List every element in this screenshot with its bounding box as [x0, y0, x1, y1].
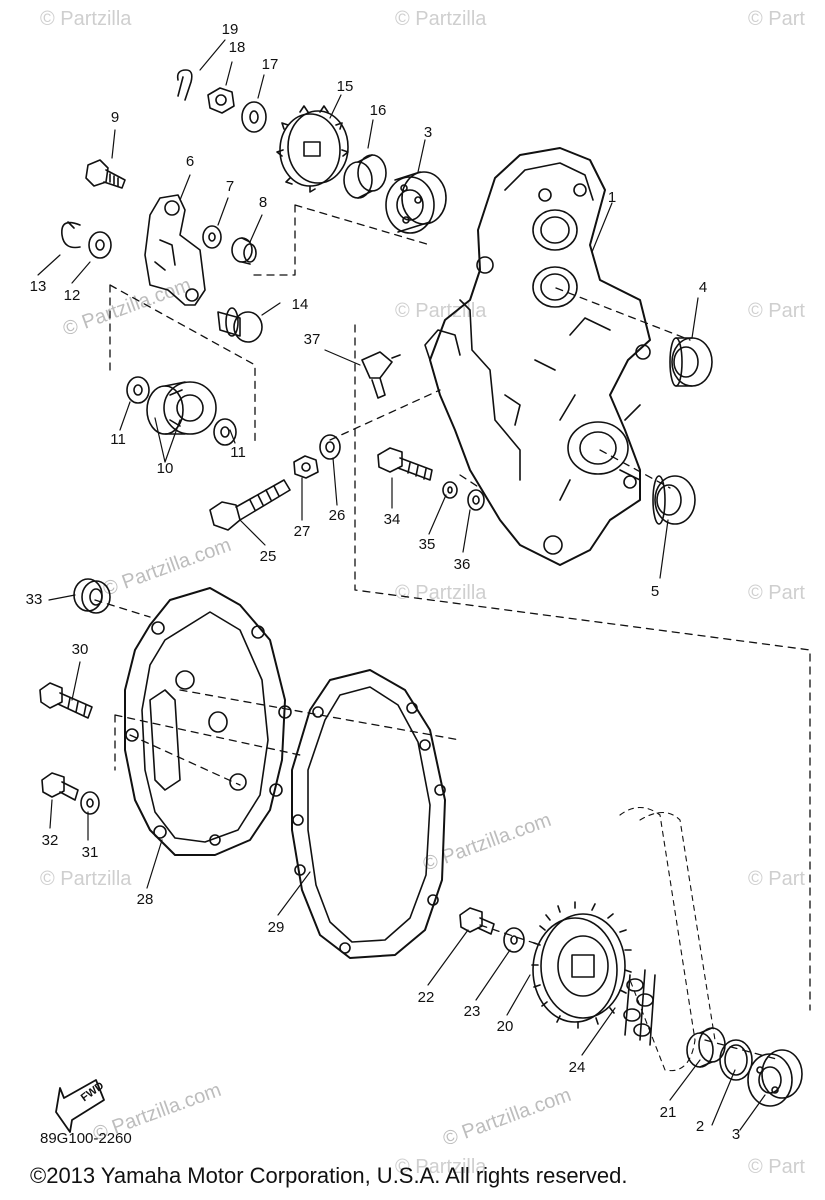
- gearcase-housing: [424, 147, 651, 566]
- bolt-32: [41, 772, 79, 801]
- callout-30: 30: [71, 641, 89, 658]
- washer-17: [241, 101, 267, 133]
- circlip-2: [719, 1039, 753, 1081]
- callout-13: 13: [29, 278, 47, 295]
- callout-26: 26: [328, 507, 346, 524]
- bolt-25: [209, 479, 291, 531]
- callout-15: 15: [336, 78, 354, 95]
- cover-28: [124, 587, 292, 856]
- sprocket-20: [531, 901, 632, 1029]
- collar-16: [343, 154, 387, 199]
- callout-33: 33: [25, 591, 43, 608]
- sprocket-15: [276, 105, 349, 193]
- callout-3: 3: [731, 1126, 741, 1143]
- fwd-arrow-icon: [55, 1079, 105, 1133]
- washer-36: [467, 489, 485, 511]
- alignment-lines: [94, 204, 811, 1061]
- chain-path: [619, 806, 716, 1072]
- callout-4: 4: [698, 279, 708, 296]
- gasket-29: [291, 669, 446, 959]
- circlip-13: [61, 221, 81, 249]
- bolt-22: [459, 907, 495, 935]
- callout-20: 20: [496, 1018, 514, 1035]
- callout-5: 5: [650, 583, 660, 600]
- nut-18: [207, 87, 235, 114]
- washer-26: [319, 434, 341, 460]
- callout-21: 21: [659, 1104, 677, 1121]
- copyright-notice: ©2013 Yamaha Motor Corporation, U.S.A. A…: [30, 1163, 628, 1188]
- callout-8: 8: [258, 194, 268, 211]
- callout-29: 29: [267, 919, 285, 936]
- callout-1: 1: [607, 189, 617, 206]
- callout-9: 9: [110, 109, 120, 126]
- leader-lines: [37, 39, 766, 1131]
- collar-21: [686, 1027, 726, 1068]
- washer-35: [442, 481, 458, 499]
- callout-19: 19: [221, 21, 239, 38]
- washer-23: [503, 927, 525, 953]
- nut-27: [293, 455, 319, 479]
- callout-18: 18: [228, 39, 246, 56]
- oil-seal-4: [669, 337, 713, 387]
- washer-31: [80, 791, 100, 815]
- callout-28: 28: [136, 891, 154, 908]
- callout-17: 17: [261, 56, 279, 73]
- callout-32: 32: [41, 832, 59, 849]
- callout-10: 10: [156, 460, 174, 477]
- washer-7: [202, 225, 222, 249]
- callout-11: 11: [230, 444, 246, 461]
- callout-36: 36: [453, 556, 471, 573]
- elbow-fitting-37: [361, 351, 401, 399]
- bolt-9: [85, 159, 126, 189]
- bolt-34: [377, 447, 433, 481]
- callout-6: 6: [185, 153, 195, 170]
- diagram-code: 89G100-2260: [40, 1130, 132, 1147]
- callout-23: 23: [463, 1003, 481, 1020]
- lever-6: [144, 194, 206, 306]
- bearing-3-upper: [385, 171, 447, 234]
- bearing-3-lower: [747, 1049, 803, 1107]
- callout-16: 16: [369, 102, 387, 119]
- callout-24: 24: [568, 1059, 586, 1076]
- collar-8: [231, 237, 257, 265]
- callout-11: 11: [110, 431, 126, 448]
- washer-11-lower: [213, 418, 237, 446]
- callout-14: 14: [291, 296, 309, 313]
- callout-27: 27: [293, 523, 311, 540]
- callout-25: 25: [259, 548, 277, 565]
- callout-34: 34: [383, 511, 401, 528]
- washer-12: [88, 231, 112, 259]
- callout-37: 37: [303, 331, 321, 348]
- bearing-10: [146, 381, 217, 435]
- callout-22: 22: [417, 989, 435, 1006]
- callout-2: 2: [695, 1118, 705, 1135]
- callout-12: 12: [63, 287, 81, 304]
- cotter-pin-19: [176, 69, 193, 101]
- chain-24: [623, 969, 656, 1046]
- callout-7: 7: [225, 178, 235, 195]
- pin-14: [217, 307, 263, 343]
- oil-seal-33: [73, 578, 111, 614]
- washer-11-upper: [126, 376, 150, 404]
- callout-31: 31: [81, 844, 99, 861]
- callout-3: 3: [423, 124, 433, 141]
- bolt-30: [39, 682, 93, 719]
- callout-35: 35: [418, 536, 436, 553]
- oil-seal-5: [652, 475, 696, 525]
